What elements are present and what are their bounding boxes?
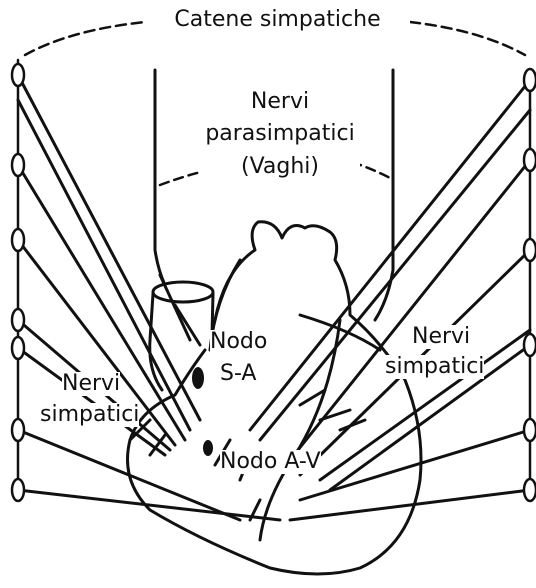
ganglion-right-2 xyxy=(524,149,536,171)
label-sa-node-line2: S-A xyxy=(220,362,256,386)
ganglion-left-6 xyxy=(12,419,24,441)
ganglion-left-3 xyxy=(12,229,24,251)
label-sympathetic-left-line2: simpatici xyxy=(40,403,139,427)
ganglion-left-4 xyxy=(12,309,24,331)
heart-inner-mid xyxy=(260,320,340,540)
ganglion-right-6 xyxy=(524,479,536,501)
great-vessel-top xyxy=(153,282,213,302)
label-sympathetic-right-line2: simpatici xyxy=(385,355,484,379)
ganglion-left-1 xyxy=(12,64,24,86)
label-sympathetic-left-line1: Nervi xyxy=(62,372,120,396)
label-sa-node-line1: Nodo xyxy=(210,330,267,354)
label-parasympathetic-line3: (Vaghi) xyxy=(200,155,360,179)
sympathetic-chain-arc-left xyxy=(25,22,145,55)
sa-node-marker xyxy=(192,367,204,389)
label-sympathetic-right-line1: Nervi xyxy=(412,325,470,349)
label-parasympathetic-line1: Nervi xyxy=(200,90,360,114)
ganglion-right-1 xyxy=(524,69,536,91)
vagus-nerve-left xyxy=(155,70,165,285)
label-av-node: Nodo A-V xyxy=(220,450,321,474)
ganglion-left-2 xyxy=(12,154,24,176)
av-node-marker xyxy=(203,440,213,456)
label-sympathetic-chains: Catene simpatiche xyxy=(145,8,410,32)
ganglion-right-4 xyxy=(524,334,536,356)
ganglion-right-5 xyxy=(524,419,536,441)
sympathetic-chain-arc-right xyxy=(410,22,525,55)
label-parasympathetic-line2: parasimpatici xyxy=(200,122,360,146)
ganglion-right-3 xyxy=(524,239,536,261)
ganglion-left-7 xyxy=(12,479,24,501)
ganglion-left-5 xyxy=(12,337,24,359)
